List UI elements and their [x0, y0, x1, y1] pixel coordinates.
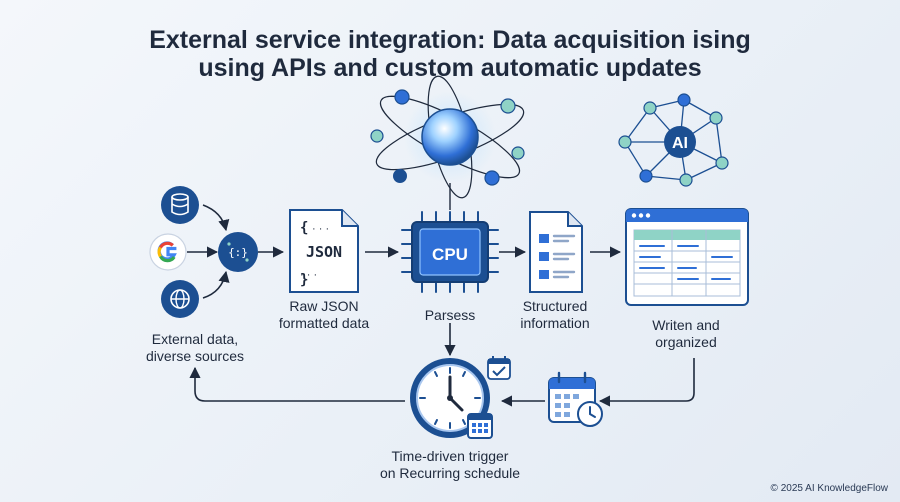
- label-raw-json-line2: formatted data: [278, 315, 370, 331]
- label-raw-json-line1: Raw JSON: [289, 298, 359, 314]
- label-time-trigger: Time-driven trigger on Recurring schedul…: [360, 448, 540, 482]
- atom-orb-icon: [370, 75, 525, 199]
- label-external-sources: External data, diverse sources: [130, 331, 260, 365]
- google-icon: [149, 233, 187, 271]
- label-parsess-line1: Parsess: [424, 307, 476, 323]
- json-brace-close: }: [300, 272, 308, 288]
- ai-network-icon: AI: [618, 93, 729, 187]
- connector-arrows: [187, 183, 695, 407]
- json-file-icon: { · · · JSON · · · }: [289, 209, 359, 293]
- label-structured-information: Structured information: [500, 298, 610, 332]
- label-written-line1: Writen and: [652, 317, 720, 333]
- label-written-line2: organized: [655, 334, 717, 350]
- label-external-sources-line1: External data,: [151, 331, 239, 347]
- arrow-sheet-to-calendar: [598, 358, 695, 407]
- label-parsess: Parsess: [400, 307, 500, 324]
- document-list-icon: [529, 211, 583, 293]
- svg-text:· · ·: · · ·: [312, 223, 329, 235]
- label-raw-json: Raw JSON formatted data: [264, 298, 384, 332]
- title-line-1: External service integration: Data acqui…: [149, 26, 751, 54]
- arrow-db-to-hub: [202, 204, 230, 232]
- label-structured-line1: Structured: [522, 298, 588, 314]
- json-icon-text: JSON: [306, 243, 342, 261]
- json-brace-open: {: [300, 220, 308, 236]
- spreadsheet-window-icon: [625, 208, 749, 306]
- copyright-footer: © 2025 AI KnowledgeFlow: [770, 483, 888, 494]
- title-line-2: using APIs and custom automatic updates: [198, 54, 702, 82]
- calendar-check-icon: [487, 356, 511, 380]
- label-structured-line2: information: [520, 315, 590, 331]
- cpu-chip-icon: CPU: [401, 211, 499, 293]
- svg-text:· · ·: · · ·: [300, 269, 317, 281]
- cpu-icon-text: CPU: [432, 245, 468, 264]
- calendar-clock-icon: [548, 371, 603, 427]
- label-trigger-line1: Time-driven trigger: [391, 448, 509, 464]
- label-trigger-line2: on Recurring schedule: [379, 465, 521, 481]
- arrow-clock-to-sources: [189, 366, 405, 402]
- globe-icon: [161, 280, 199, 318]
- svg-text:{:}: {:}: [228, 246, 248, 259]
- database-icon: [161, 186, 199, 224]
- label-external-sources-line2: diverse sources: [145, 348, 245, 364]
- diagram-title: External service integration: Data acqui…: [0, 26, 900, 82]
- api-hub-icon: {:}: [218, 232, 258, 272]
- ai-icon-text: AI: [672, 135, 688, 152]
- label-written-organized: Writen and organized: [630, 317, 742, 351]
- arrow-globe-to-hub: [202, 270, 230, 299]
- clock-icon: [410, 358, 493, 439]
